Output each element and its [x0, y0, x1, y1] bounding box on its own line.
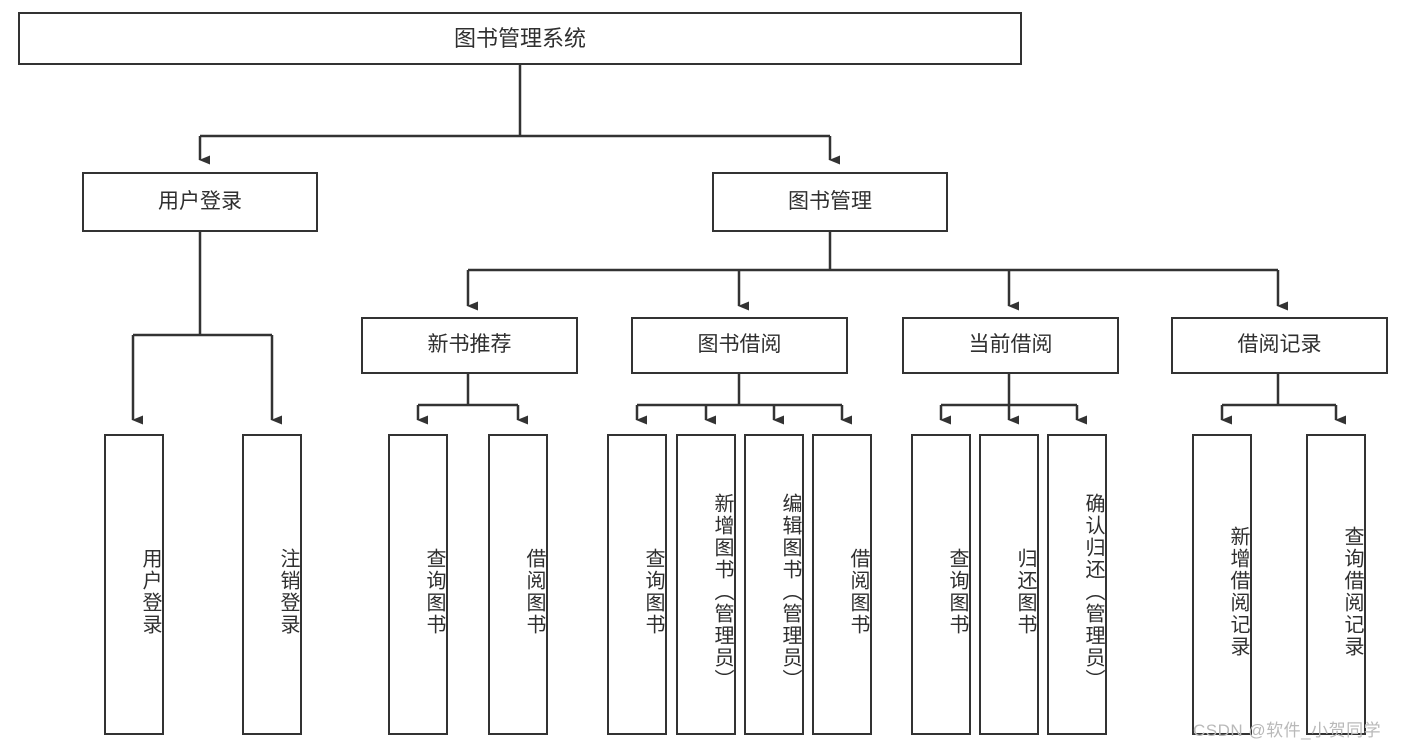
- node-new-book-recommend[interactable]: 新书推荐: [361, 317, 578, 374]
- leaf-borrow-book-label: 借阅图书: [847, 547, 869, 636]
- node-borrow-records[interactable]: 借阅记录: [1171, 317, 1388, 374]
- node-root-label: 图书管理系统: [453, 25, 586, 51]
- node-user-login-label: 用户登录: [158, 189, 242, 213]
- leaf-add-book-admin-label: 新增图书（管理员）: [711, 492, 733, 691]
- leaf-return-book-label: 归还图书: [1014, 547, 1036, 636]
- node-root[interactable]: 图书管理系统: [18, 12, 1022, 65]
- leaf-query-book-borrow-label: 查询图书: [642, 547, 664, 636]
- leaf-query-book-current[interactable]: 查询图书: [911, 434, 971, 735]
- node-book-management-label: 图书管理: [788, 189, 872, 213]
- leaf-logout-label: 注销登录: [277, 547, 299, 636]
- leaf-add-borrow-record[interactable]: 新增借阅记录: [1192, 434, 1252, 735]
- leaf-query-book-current-label: 查询图书: [946, 547, 968, 636]
- leaf-query-book-newbook-label: 查询图书: [423, 547, 445, 636]
- node-current-borrow-label: 当前借阅: [968, 333, 1053, 357]
- leaf-borrow-book-newbook-label: 借阅图书: [523, 547, 545, 636]
- leaf-query-borrow-record[interactable]: 查询借阅记录: [1306, 434, 1366, 735]
- node-current-borrow[interactable]: 当前借阅: [902, 317, 1119, 374]
- leaf-add-book-admin[interactable]: 新增图书（管理员）: [676, 434, 736, 735]
- node-book-management[interactable]: 图书管理: [712, 172, 948, 232]
- leaf-logout[interactable]: 注销登录: [242, 434, 302, 735]
- node-book-borrow-label: 图书借阅: [697, 333, 782, 357]
- leaf-borrow-book-newbook[interactable]: 借阅图书: [488, 434, 548, 735]
- node-user-login[interactable]: 用户登录: [82, 172, 318, 232]
- node-borrow-records-label: 借阅记录: [1237, 333, 1322, 357]
- leaf-user-login[interactable]: 用户登录: [104, 434, 164, 735]
- leaf-edit-book-admin[interactable]: 编辑图书（管理员）: [744, 434, 804, 735]
- leaf-confirm-return-admin-label: 确认归还（管理员）: [1082, 492, 1104, 691]
- node-book-borrow[interactable]: 图书借阅: [631, 317, 848, 374]
- leaf-user-login-label: 用户登录: [139, 547, 161, 636]
- leaf-query-book-newbook[interactable]: 查询图书: [388, 434, 448, 735]
- leaf-confirm-return-admin[interactable]: 确认归还（管理员）: [1047, 434, 1107, 735]
- csdn-watermark: CSDN @软件_小贺同学: [1193, 721, 1382, 740]
- leaf-query-borrow-record-label: 查询借阅记录: [1341, 525, 1363, 658]
- leaf-borrow-book[interactable]: 借阅图书: [812, 434, 872, 735]
- leaf-query-book-borrow[interactable]: 查询图书: [607, 434, 667, 735]
- node-new-book-recommend-label: 新书推荐: [427, 333, 512, 357]
- leaf-return-book[interactable]: 归还图书: [979, 434, 1039, 735]
- leaf-edit-book-admin-label: 编辑图书（管理员）: [779, 492, 801, 691]
- leaf-add-borrow-record-label: 新增借阅记录: [1227, 525, 1249, 658]
